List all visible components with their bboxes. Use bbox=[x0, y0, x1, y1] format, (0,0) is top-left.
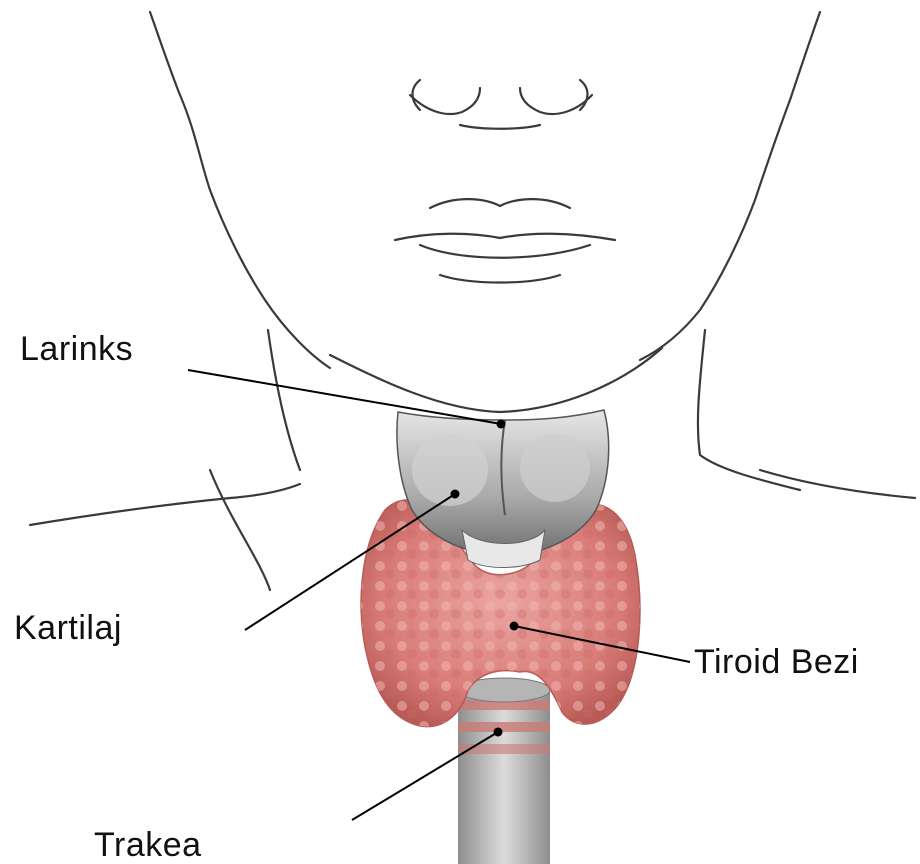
trachea-label: Trakea bbox=[94, 828, 202, 862]
shoulder-left-line bbox=[210, 470, 270, 590]
thyroid-pointer-dot bbox=[510, 622, 519, 631]
collar-left-line bbox=[30, 484, 300, 525]
collar-right-line bbox=[760, 470, 915, 498]
thyroid-gland-label: Tiroid Bezi bbox=[694, 645, 859, 679]
larynx-label: Larinks bbox=[20, 332, 133, 366]
cartilage-pointer-dot bbox=[451, 490, 460, 499]
trachea-pointer-dot bbox=[494, 728, 503, 737]
face-left-contour bbox=[150, 12, 330, 368]
face-right-contour bbox=[640, 12, 820, 360]
nose bbox=[410, 80, 592, 129]
larynx-pointer-dot bbox=[497, 420, 506, 429]
cartilage-label: Kartilaj bbox=[14, 611, 122, 645]
mouth bbox=[395, 199, 615, 282]
neck-left-line bbox=[268, 330, 300, 470]
neck-right-line bbox=[698, 330, 800, 490]
trachea bbox=[458, 678, 550, 864]
larynx-leader-line bbox=[188, 370, 501, 424]
